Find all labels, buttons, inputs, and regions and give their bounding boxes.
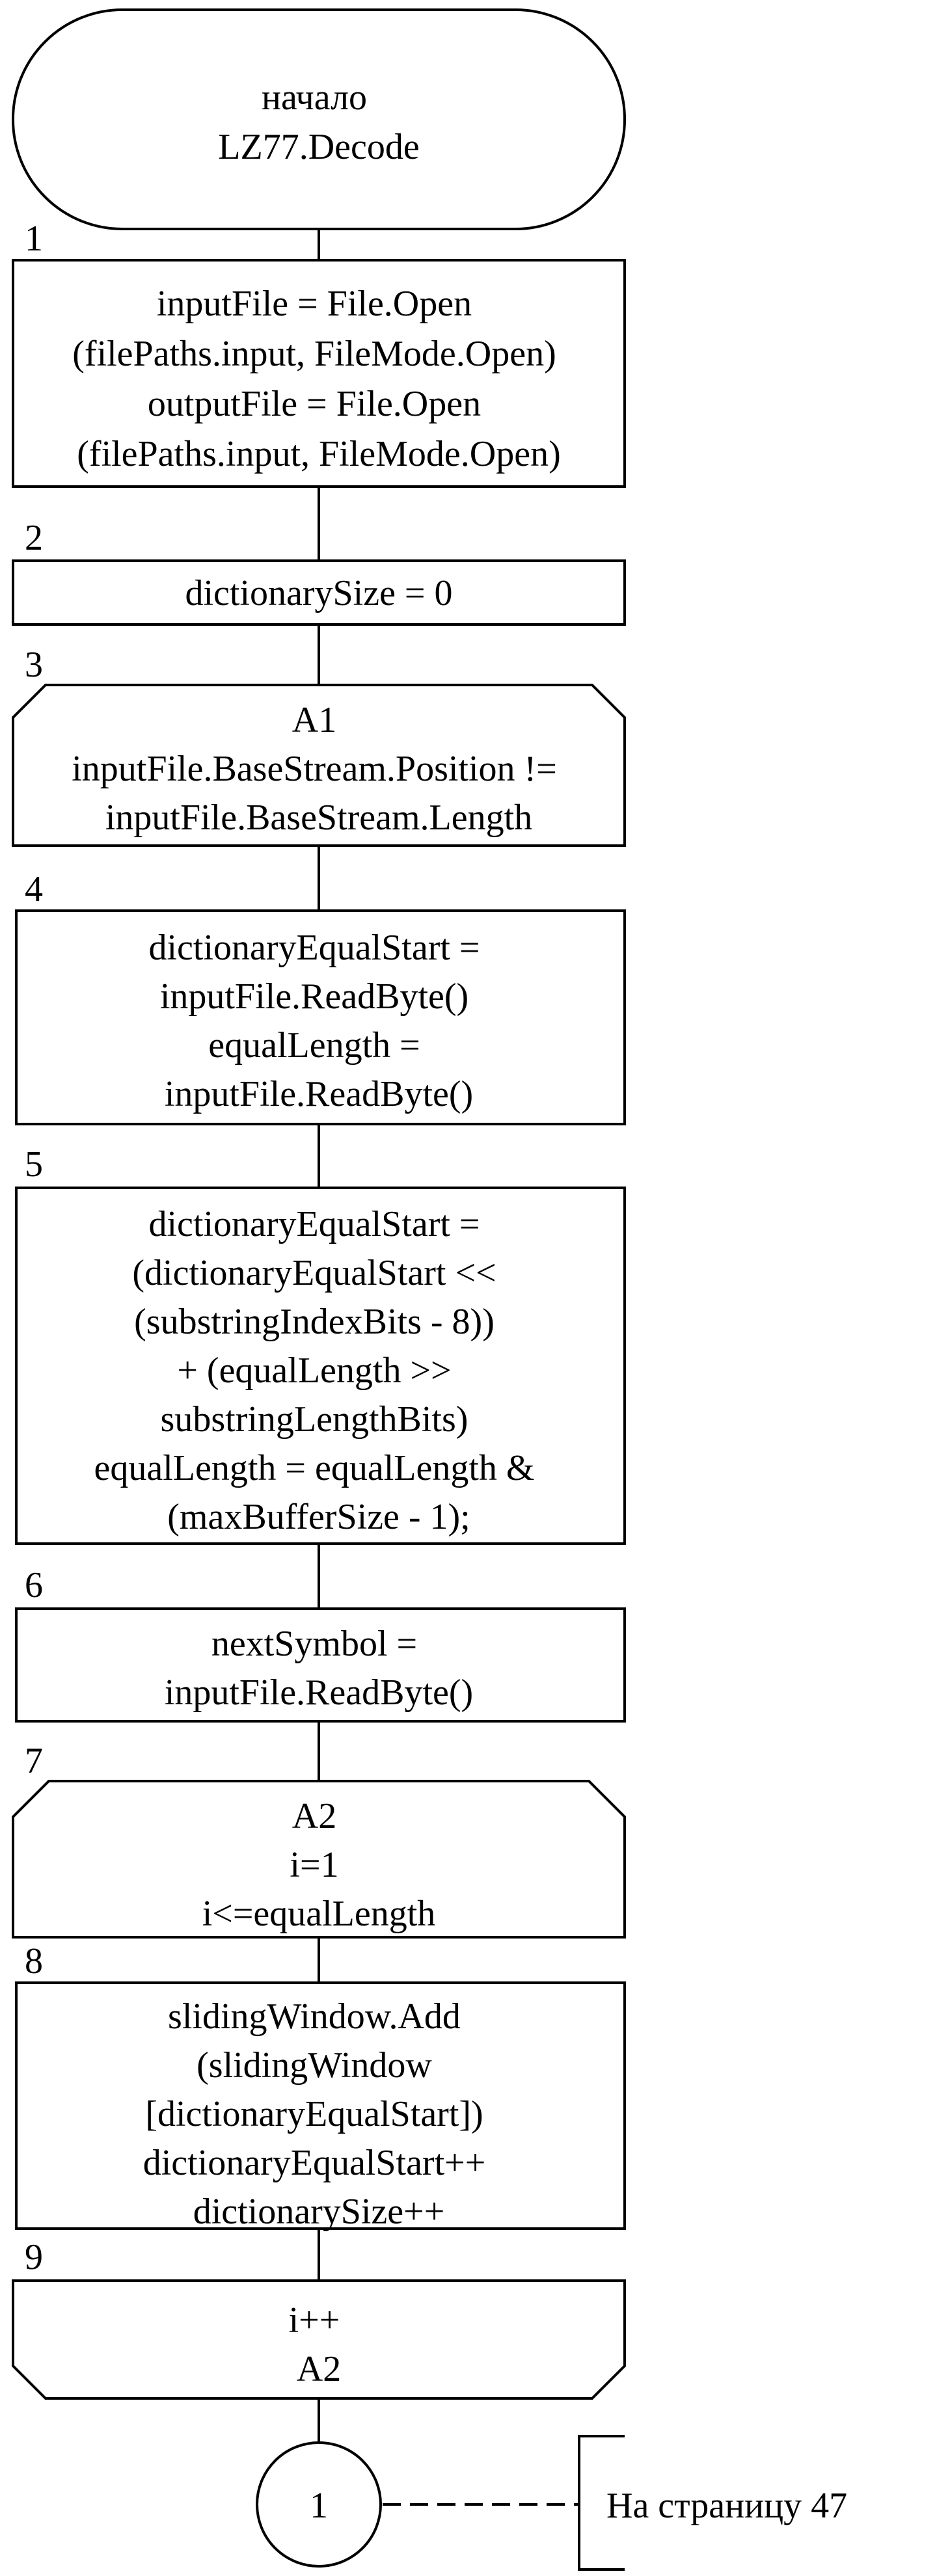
block-8-text: slidingWindow.Add (slidingWindow [dictio…: [143, 1996, 495, 2232]
process-block-6: 6 nextSymbol = inputFile.ReadByte(): [15, 1565, 626, 1723]
loop-start-block-7: 7 A2 i=1 i<=equalLength: [12, 1741, 626, 1939]
process-block-5: 5 dictionaryEqualStart = (dictionaryEqua…: [15, 1144, 626, 1545]
loop-end-block-9: 9 i++ A2: [12, 2237, 626, 2400]
block-6-text: nextSymbol = inputFile.ReadByte(): [165, 1624, 473, 1713]
start-label: начало LZ77.Decode: [218, 77, 419, 167]
block-number-5: 5: [25, 1144, 43, 1185]
block-number-8: 8: [25, 1941, 43, 1981]
block-2-text: dictionarySize = 0: [185, 573, 452, 613]
comment-annotation: На страницу 47: [383, 2435, 847, 2571]
loop-start-block-3: 3 A1 inputFile.BaseStream.Position != in…: [12, 645, 626, 847]
block-3-text: A1 inputFile.BaseStream.Position != inpu…: [72, 700, 566, 838]
block-9-text: i++ A2: [289, 2300, 349, 2389]
block-1-text: inputFile = File.Open (filePaths.input, …: [72, 284, 565, 474]
block-number-2: 2: [25, 518, 43, 558]
block-number-4: 4: [25, 869, 43, 909]
comment-text: На страницу 47: [606, 2486, 847, 2526]
connector-label: 1: [310, 2486, 328, 2526]
block-number-9: 9: [25, 2237, 43, 2277]
block-number-6: 6: [25, 1565, 43, 1605]
process-block-4: 4 dictionaryEqualStart = inputFile.ReadB…: [15, 869, 626, 1125]
block-4-text: dictionaryEqualStart = inputFile.ReadByt…: [148, 928, 489, 1114]
block-7-text: A2 i=1 i<=equalLength: [202, 1796, 436, 1934]
process-block-1: 1 inputFile = File.Open (filePaths.input…: [12, 219, 626, 488]
block-5-text: dictionaryEqualStart = (dictionaryEqualS…: [94, 1204, 544, 1537]
block-number-3: 3: [25, 645, 43, 685]
block-number-7: 7: [25, 1741, 43, 1781]
start-terminator: начало LZ77.Decode: [12, 8, 626, 230]
process-block-8: 8 slidingWindow.Add (slidingWindow [dict…: [15, 1941, 626, 2232]
block-number-1: 1: [25, 219, 43, 259]
process-block-2: 2 dictionarySize = 0: [12, 518, 626, 626]
off-page-connector: 1: [256, 2441, 382, 2568]
